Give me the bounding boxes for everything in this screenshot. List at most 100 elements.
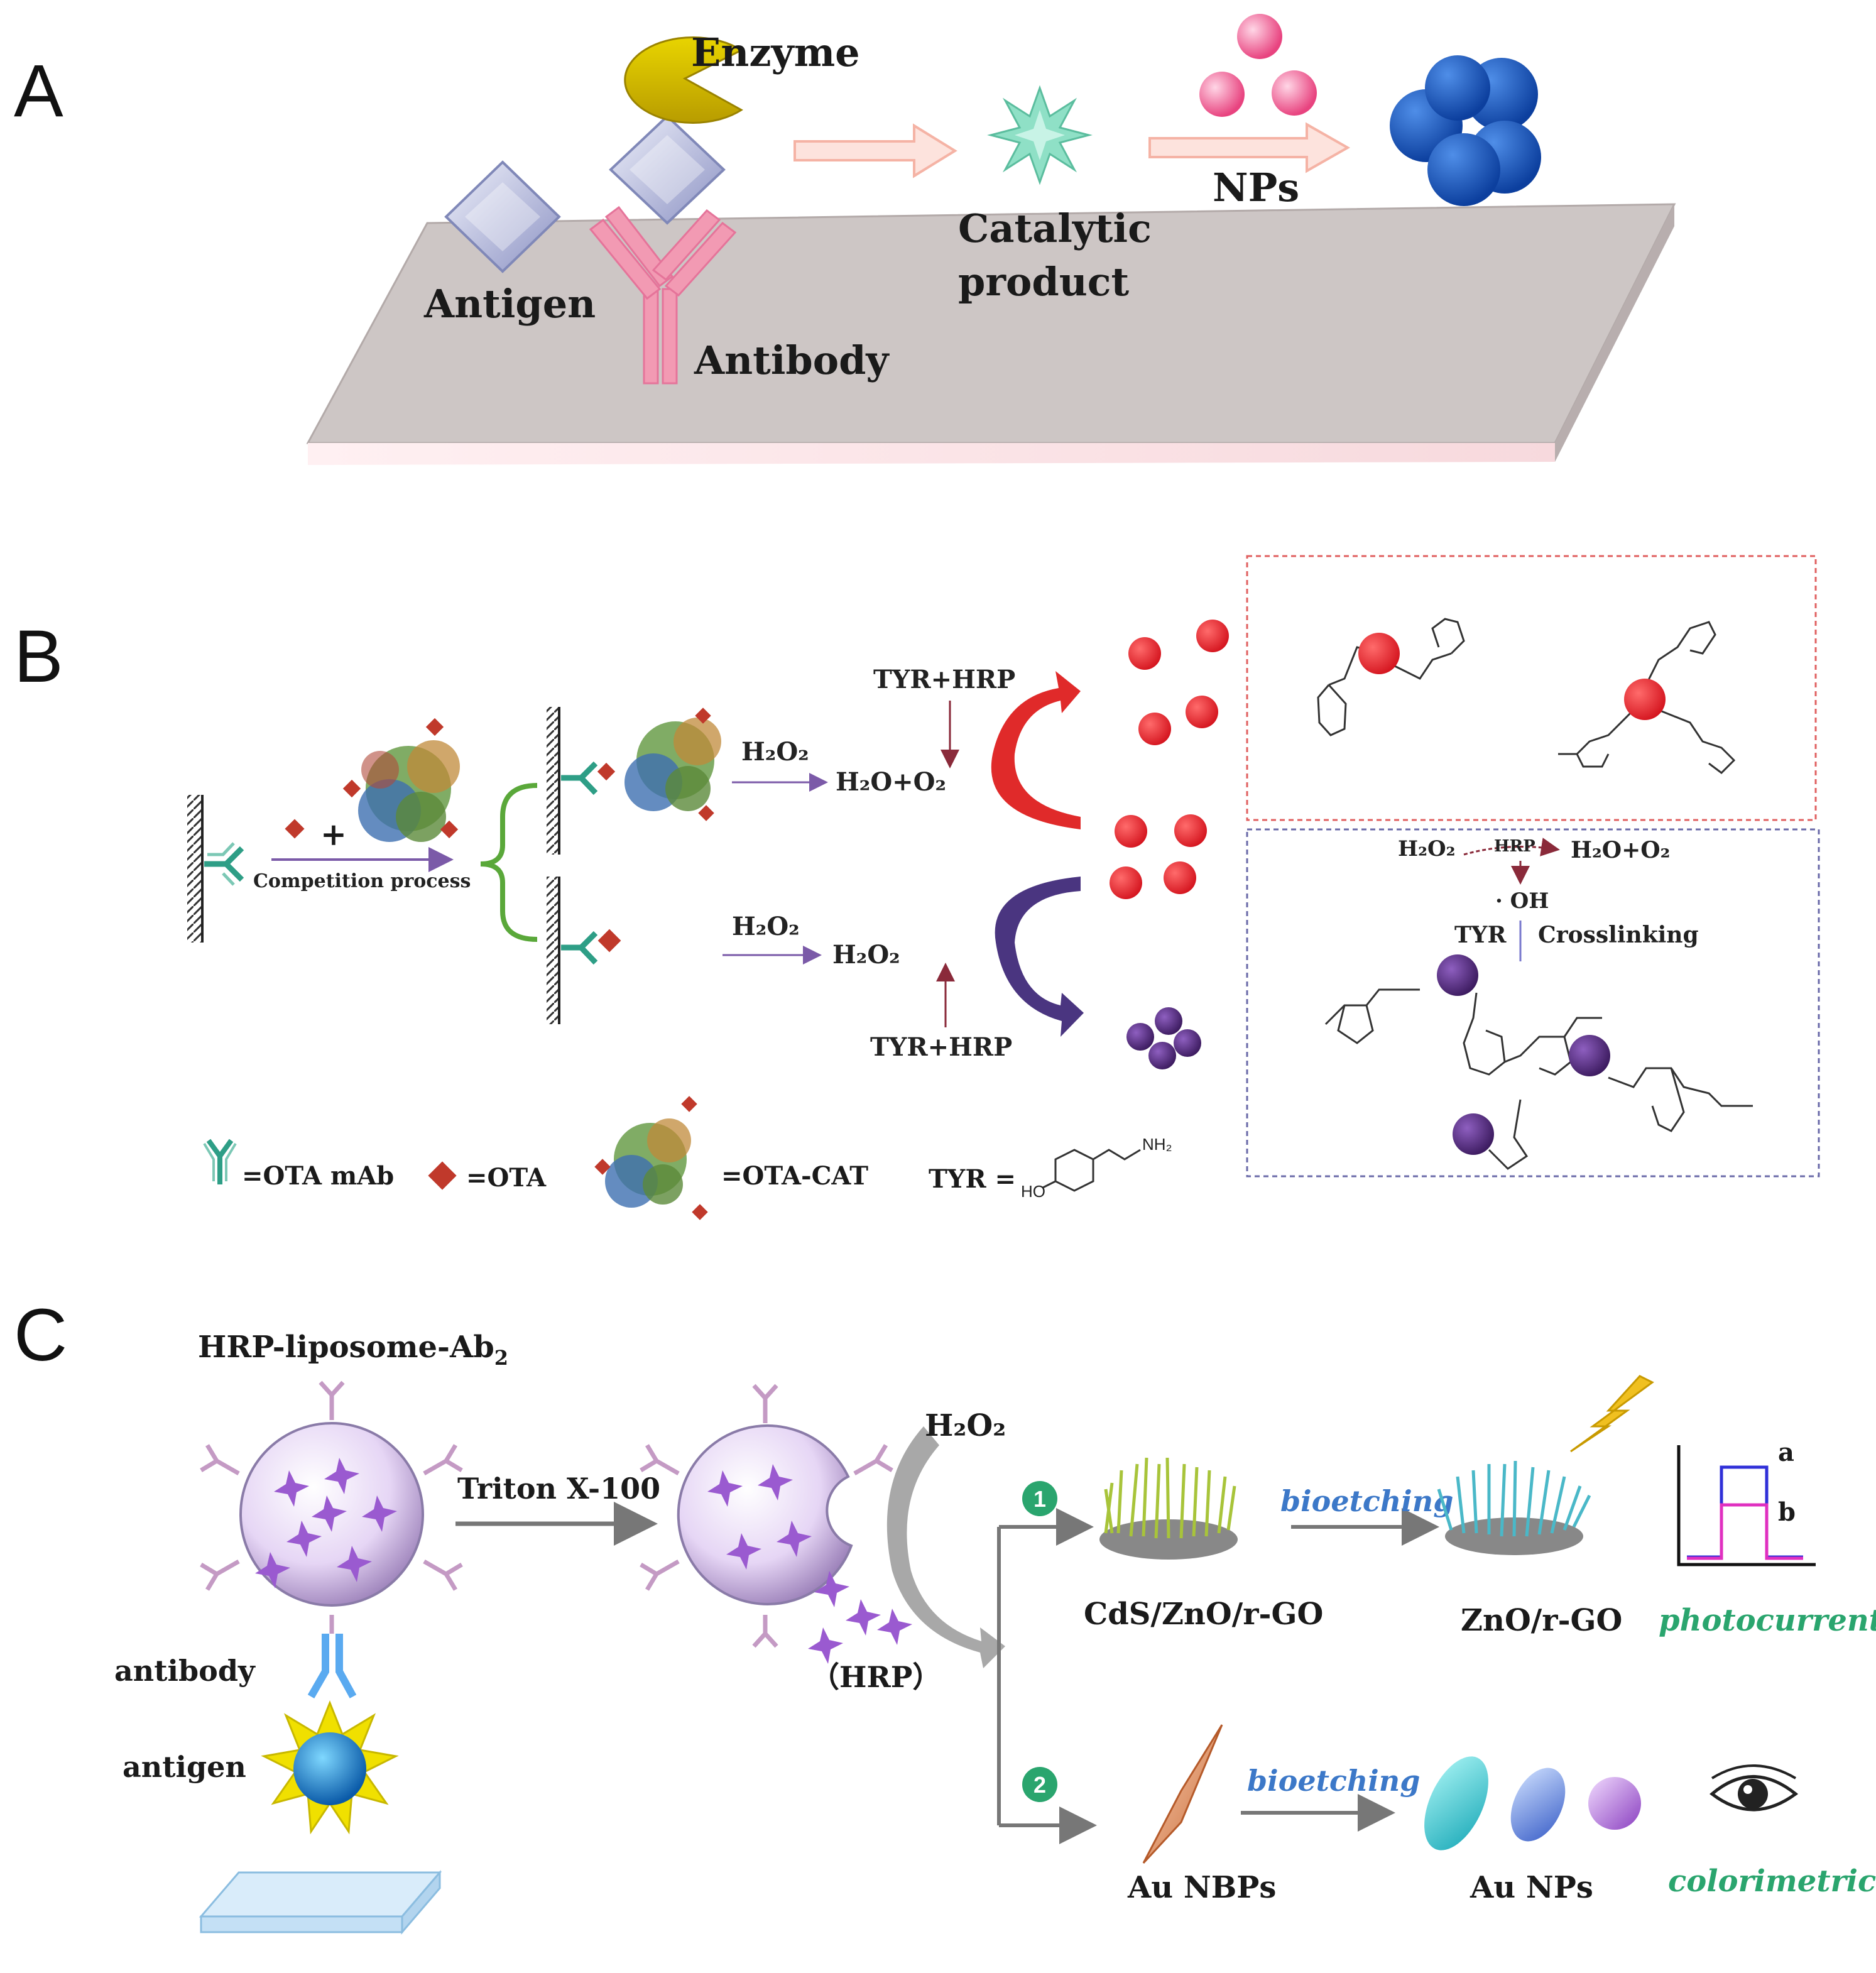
cds-zno-label: CdS/ZnO/r-GO — [1084, 1597, 1323, 1632]
h2o2-bottom-label: H₂O₂ — [732, 912, 800, 941]
hrp-liposome — [200, 1380, 463, 1634]
green-brace — [480, 783, 538, 942]
plus-sign: + — [320, 816, 347, 853]
step-1-label: 1 — [1033, 1486, 1046, 1512]
ota-diamond-small — [285, 819, 305, 839]
bioetching-label-1: bioetching — [1280, 1484, 1453, 1518]
bound-antigen-diamond — [609, 114, 726, 225]
purple-curved-arrow — [995, 877, 1084, 1037]
eye-icon — [1710, 1764, 1799, 1812]
red-curved-arrow — [991, 671, 1081, 829]
au-nps-label: Au NPs — [1470, 1870, 1593, 1905]
legend-ho-label: HO — [1021, 1182, 1045, 1201]
catalytic-product-label-1: Catalytic — [958, 205, 1152, 251]
hrp-stars — [255, 1458, 397, 1588]
panel-b-legend: =OTA mAb =OTA =OTA-CAT TYR = NH₂ HO — [203, 1096, 1172, 1220]
competition-label: Competition process — [253, 870, 471, 892]
step-2-badge — [1022, 1767, 1057, 1802]
red-dispersed-particles — [1110, 620, 1229, 899]
triton-label: Triton X-100 — [457, 1472, 660, 1506]
panel-a: A Enzyme Antigen Antibod — [14, 14, 1676, 465]
ota-cat-protein — [358, 740, 460, 842]
ruptured-liposome — [640, 1384, 912, 1664]
enzyme-shape — [624, 36, 744, 124]
liposome-antibodies — [200, 1380, 463, 1634]
box2-h2o-o2-label: H₂O+O₂ — [1571, 837, 1670, 863]
legend-nh2-label: NH₂ — [1142, 1135, 1172, 1154]
hrp-liposome-label: HRP-liposome-Ab2 — [198, 1330, 508, 1370]
box2-oh-label: · OH — [1495, 888, 1549, 914]
panel-c: C HRP-liposome-Ab2 — [14, 1294, 1876, 1935]
cds-zno-nanorods — [1099, 1457, 1238, 1560]
tyr-hrp-top-label: TYR+HRP — [873, 665, 1015, 694]
detection-antibody — [307, 1634, 357, 1698]
panel-a-letter: A — [14, 50, 63, 133]
legend-tyramine-structure — [1042, 1149, 1141, 1192]
antibody-label: Antibody — [694, 337, 890, 383]
electrode-wall-bottom — [547, 877, 559, 1024]
curve-a-label: a — [1778, 1438, 1794, 1467]
au-nbp-bipyramid — [1142, 1724, 1223, 1864]
colorimetric-label: colorimetric — [1668, 1864, 1876, 1899]
reaction-arrow-2 — [1148, 122, 1351, 173]
panel-c-letter: C — [14, 1294, 67, 1377]
zno-rgo-nanorods — [1437, 1460, 1591, 1555]
photocurrent-plot: a b — [1677, 1438, 1816, 1566]
catalytic-product-label-2: product — [958, 259, 1130, 305]
lightning-icon — [1570, 1375, 1654, 1453]
antigen-label: Antigen — [423, 281, 596, 327]
h2o2-bottom-result-label: H₂O₂ — [832, 940, 900, 970]
legend-ota-label: =OTA — [466, 1163, 547, 1193]
tyramine-capped-red-particle-1 — [1317, 618, 1465, 736]
purple-aggregated-particles — [1126, 1007, 1201, 1069]
ota-antibody-left — [204, 842, 244, 886]
reaction-arrow-1 — [793, 123, 957, 178]
legend-tyr-label: TYR = — [929, 1164, 1016, 1194]
antigen-label-c: antigen — [123, 1750, 246, 1784]
photocurrent-label: photocurrent — [1659, 1603, 1876, 1638]
au-nbps-label: Au NBPs — [1127, 1870, 1276, 1905]
catalytic-product-star — [987, 85, 1093, 185]
microplate — [199, 1869, 442, 1935]
dispersed-mechanism-box — [1246, 555, 1817, 821]
step-2-label: 2 — [1033, 1772, 1046, 1798]
purple-crosslinked-particles — [1437, 954, 1610, 1155]
au-nps-shapes — [1424, 1756, 1641, 1850]
photocurrent-curve-b — [1687, 1503, 1803, 1560]
nps-label: NPs — [1213, 165, 1299, 210]
box2-hrp-label: HRP — [1494, 837, 1535, 856]
branch-lines — [997, 1508, 1097, 1844]
crosslinking-mechanism-box — [1246, 828, 1820, 1178]
h2o2-label-c: H₂O₂ — [925, 1408, 1006, 1443]
tyr-hrp-bottom-label: TYR+HRP — [870, 1032, 1012, 1062]
bioetching-label-2: bioetching — [1247, 1764, 1420, 1798]
antibody-label-c: antibody — [114, 1654, 256, 1688]
legend-antibody-icon — [203, 1139, 237, 1184]
curve-b-label: b — [1778, 1497, 1796, 1527]
step-1-badge — [1022, 1481, 1057, 1516]
h2o-o2-top-label: H₂O+O₂ — [836, 767, 946, 797]
enzyme-label: Enzyme — [691, 30, 860, 75]
antigen-spiky — [261, 1700, 399, 1835]
panel-b-letter: B — [14, 615, 63, 698]
bound-ota-cat-protein — [624, 718, 721, 811]
legend-ota-diamond — [428, 1161, 457, 1190]
antigen-diamond — [444, 160, 561, 273]
zno-rgo-label: ZnO/r-GO — [1461, 1603, 1622, 1638]
box2-tyr-label: TYR — [1454, 922, 1507, 948]
h2o2-curved-arrow — [886, 1426, 1005, 1668]
pink-nanoparticles — [1199, 14, 1317, 117]
aggregated-blue-nanoparticles — [1390, 55, 1541, 206]
box2-crosslinking-label: Crosslinking — [1538, 922, 1699, 948]
hrp-released-label: （HRP） — [810, 1660, 941, 1694]
electrode-wall-top — [547, 707, 559, 855]
legend-cat-protein — [594, 1096, 708, 1220]
antibody-y — [589, 205, 737, 385]
box2-h2o2-label: H₂O₂ — [1398, 836, 1456, 861]
electrode-wall-left — [187, 795, 202, 943]
legend-cat-label: =OTA-CAT — [721, 1161, 868, 1191]
panel-b: B + Competition process — [14, 555, 1820, 1220]
legend-mab-label: =OTA mAb — [242, 1161, 394, 1191]
tyramine-capped-red-particle-2 — [1558, 621, 1736, 774]
